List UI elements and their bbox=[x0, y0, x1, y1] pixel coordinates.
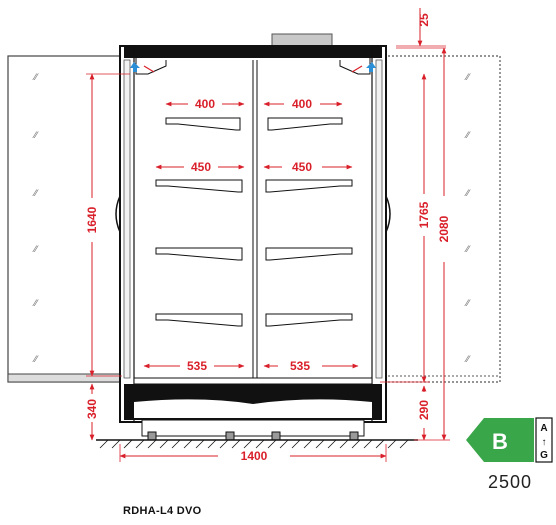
dim-width: 1400 bbox=[241, 449, 268, 463]
dimension-lines bbox=[86, 8, 450, 462]
dim-base-right: 290 bbox=[417, 400, 431, 420]
dim-shelf-2-left: 450 bbox=[191, 160, 211, 174]
svg-text:⁄⁄: ⁄⁄ bbox=[32, 73, 40, 83]
airflow-icon bbox=[130, 62, 376, 72]
svg-text:⁄⁄: ⁄⁄ bbox=[464, 73, 472, 83]
svg-text:⁄⁄: ⁄⁄ bbox=[464, 299, 472, 309]
energy-label: B A ↑ G bbox=[466, 417, 553, 463]
dim-left-height: 1640 bbox=[85, 206, 99, 233]
svg-text:⁄⁄: ⁄⁄ bbox=[464, 245, 472, 255]
dimension-labels: 400 400 450 450 535 535 1400 1640 340 25… bbox=[85, 13, 451, 463]
svg-text:⁄⁄: ⁄⁄ bbox=[464, 355, 472, 365]
dim-shelf-1-left: 400 bbox=[195, 97, 215, 111]
svg-text:⁄⁄: ⁄⁄ bbox=[32, 189, 40, 199]
floor bbox=[96, 439, 418, 449]
model-name: RDHA-L4 DVO bbox=[123, 505, 202, 517]
dim-top-gap: 25 bbox=[417, 13, 431, 27]
svg-text:⁄⁄: ⁄⁄ bbox=[32, 245, 40, 255]
svg-text:⁄⁄: ⁄⁄ bbox=[32, 355, 40, 365]
svg-text:⁄⁄: ⁄⁄ bbox=[32, 131, 40, 141]
dim-base-left: 340 bbox=[85, 399, 99, 419]
energy-scale-arrow: ↑ bbox=[542, 437, 547, 448]
dim-inner-height: 1765 bbox=[417, 201, 431, 228]
dim-shelf-2-right: 450 bbox=[292, 160, 312, 174]
dim-bottom-left: 535 bbox=[187, 359, 207, 373]
energy-scale-bottom: G bbox=[540, 450, 548, 461]
shelves bbox=[155, 117, 353, 327]
left-open-door: ⁄⁄ ⁄⁄ ⁄⁄ ⁄⁄ ⁄⁄ ⁄⁄ bbox=[7, 55, 121, 383]
dim-total-height: 2080 bbox=[437, 215, 451, 242]
energy-scale-box bbox=[535, 417, 553, 463]
energy-scale-top: A bbox=[540, 423, 547, 434]
svg-text:⁄⁄: ⁄⁄ bbox=[32, 299, 40, 309]
energy-value: 2500 bbox=[488, 472, 533, 492]
svg-text:⁄⁄: ⁄⁄ bbox=[464, 189, 472, 199]
svg-text:⁄⁄: ⁄⁄ bbox=[464, 131, 472, 141]
energy-class-letter: B bbox=[492, 429, 508, 454]
dim-shelf-1-right: 400 bbox=[292, 97, 312, 111]
feet bbox=[141, 419, 365, 441]
cabinet bbox=[115, 45, 391, 423]
energy-class-badge bbox=[466, 418, 534, 462]
dim-bottom-right: 535 bbox=[290, 359, 310, 373]
